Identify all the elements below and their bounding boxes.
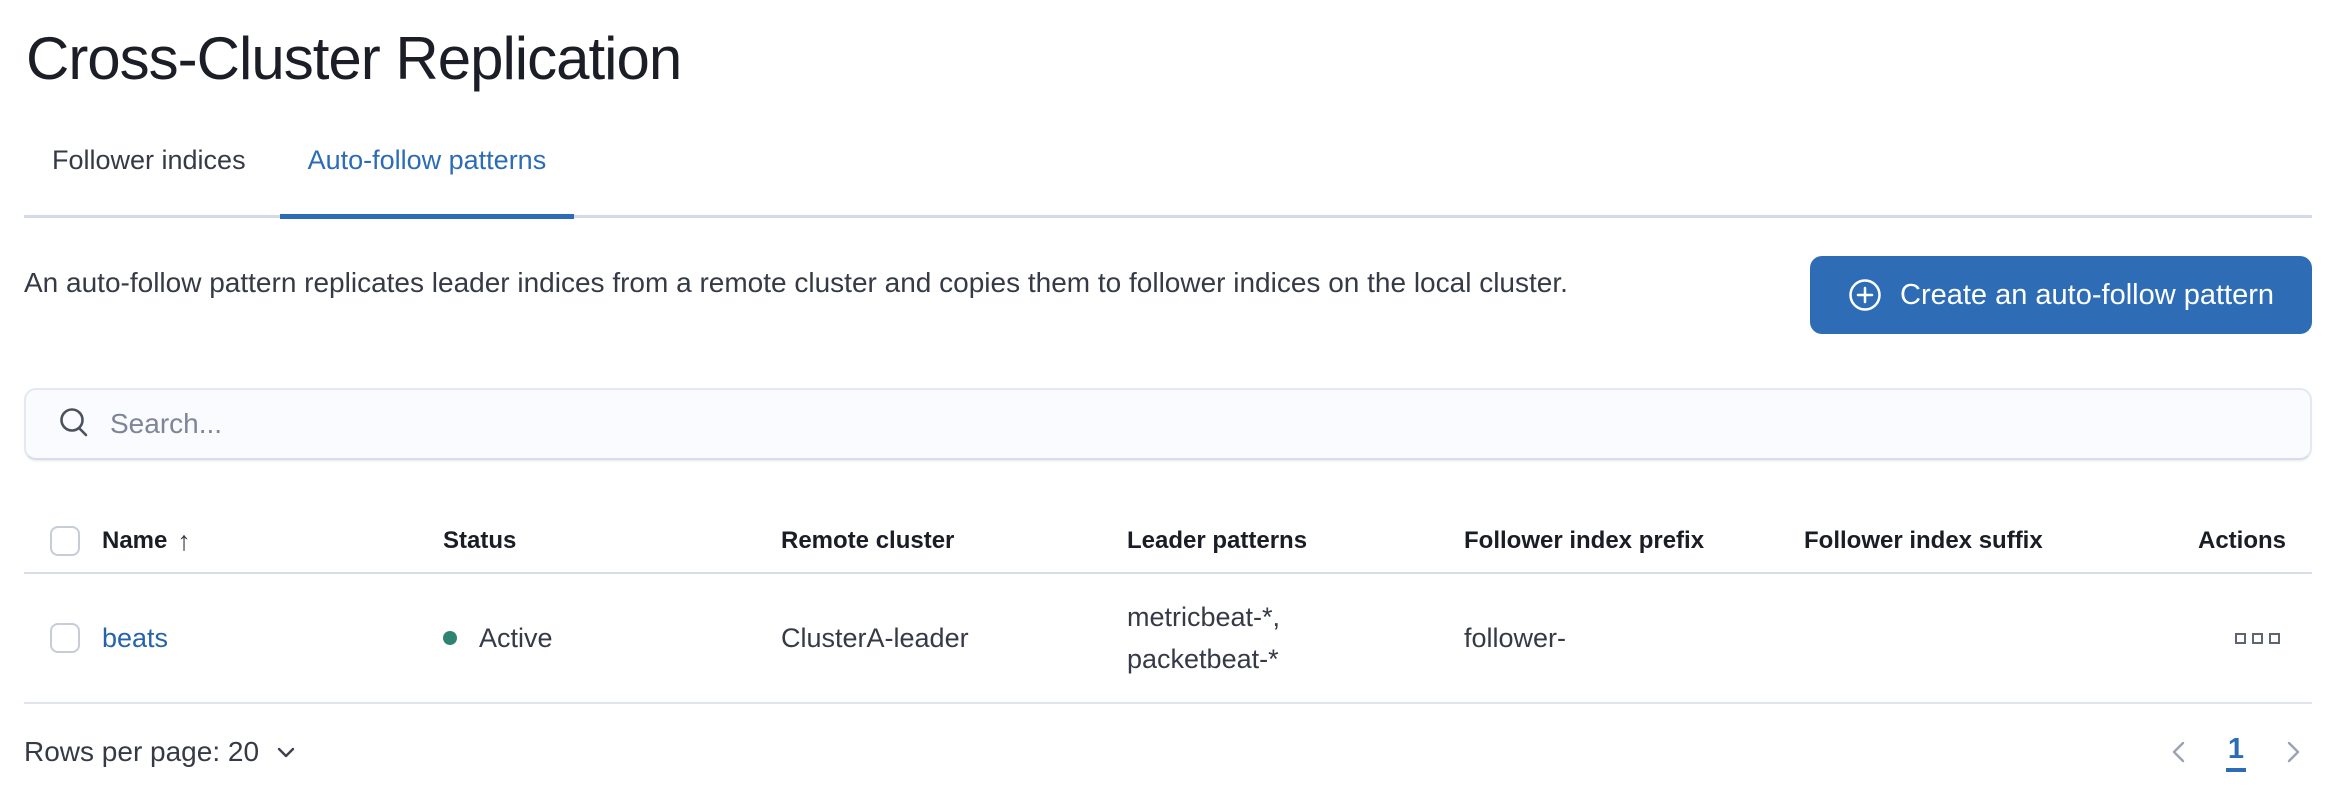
- tab-follower-indices[interactable]: Follower indices: [52, 145, 246, 175]
- status-label: Active: [479, 622, 553, 653]
- tab-auto-follow-patterns[interactable]: Auto-follow patterns: [279, 140, 575, 219]
- search-bar: [24, 388, 2312, 460]
- create-button-label: Create an auto-follow pattern: [1900, 278, 2274, 311]
- next-page-button[interactable]: [2274, 733, 2312, 771]
- table-header-row: Name ↑ Status Remote cluster Leader patt…: [24, 510, 2312, 574]
- arrow-up-icon: ↑: [177, 525, 191, 556]
- select-all-checkbox[interactable]: [50, 526, 80, 556]
- row-actions-button[interactable]: [2229, 627, 2286, 650]
- chevron-left-icon: [2172, 741, 2185, 763]
- chevron-down-icon: [277, 747, 295, 758]
- plus-in-circle-icon: [1849, 279, 1881, 311]
- rows-per-page-button[interactable]: Rows per page: 20: [24, 736, 299, 768]
- remote-cluster-cell: ClusterA-leader: [781, 622, 969, 653]
- description-row: An auto-follow pattern replicates leader…: [24, 256, 2312, 334]
- tab-bar: Follower indices Auto-follow patterns: [24, 140, 2312, 219]
- actions-cell: [2142, 627, 2312, 650]
- status-cell: Active: [435, 623, 773, 654]
- page-1-button[interactable]: 1: [2225, 732, 2246, 772]
- column-header-follower-index-prefix: Follower index prefix: [1464, 527, 1705, 554]
- leader-patterns-cell: metricbeat-*, packetbeat-*: [1127, 602, 1281, 674]
- column-header-status: Status: [443, 527, 517, 554]
- row-select-cell: [24, 623, 94, 653]
- column-header-follower-index-suffix: Follower index suffix: [1804, 527, 2043, 554]
- column-header-name[interactable]: Name ↑: [102, 525, 191, 556]
- row-checkbox[interactable]: [50, 623, 80, 653]
- follower-index-prefix-cell: follower-: [1464, 622, 1567, 653]
- select-all-cell: [24, 526, 94, 556]
- pattern-name-link[interactable]: beats: [102, 622, 169, 653]
- column-header-actions: Actions: [2197, 527, 2286, 554]
- search-input[interactable]: [94, 390, 2310, 458]
- create-auto-follow-pattern-button[interactable]: Create an auto-follow pattern: [1810, 256, 2312, 334]
- column-header-remote-cluster: Remote cluster: [781, 527, 955, 554]
- page-description: An auto-follow pattern replicates leader…: [24, 267, 1568, 298]
- previous-page-button[interactable]: [2160, 733, 2198, 771]
- page-title: Cross-Cluster Replication: [26, 25, 682, 92]
- column-header-leader-patterns: Leader patterns: [1127, 527, 1308, 554]
- name-cell: beats: [94, 623, 435, 654]
- table-row: beats Active ClusterA-leader metricbeat-…: [24, 574, 2312, 704]
- pagination: 1: [2160, 732, 2312, 772]
- search-icon: [60, 408, 88, 437]
- boxes-horizontal-icon: [2235, 632, 2246, 644]
- table-footer: Rows per page: 20 1: [24, 730, 2312, 774]
- chevron-right-icon: [2287, 741, 2300, 763]
- auto-follow-patterns-table: Name ↑ Status Remote cluster Leader patt…: [24, 510, 2312, 704]
- status-active-dot-icon: [443, 631, 457, 645]
